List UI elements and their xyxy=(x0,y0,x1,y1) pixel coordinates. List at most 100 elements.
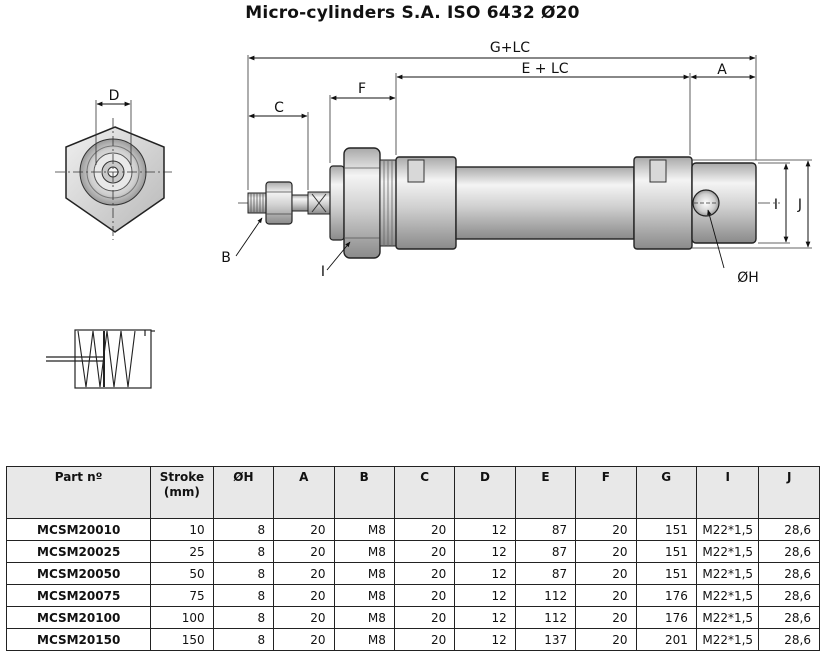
dim-label-b: B xyxy=(221,250,231,266)
cell-i: M22*1,5 xyxy=(695,606,760,629)
spring-return-symbol xyxy=(46,329,155,389)
cell-part-number: MCSM20100 xyxy=(5,606,152,629)
cell-d: 12 xyxy=(454,562,516,585)
col-header: I xyxy=(695,466,760,519)
cell-h: 8 xyxy=(212,606,275,629)
cell-e: 137 xyxy=(514,628,577,651)
col-header: B xyxy=(333,466,395,519)
col-header: C xyxy=(393,466,456,519)
side-view: G+LC E + LC A C F B I I J ØH xyxy=(221,40,812,286)
cell-a: 20 xyxy=(273,540,335,563)
table-row: MCSM20100 100 8 20 M8 20 12 112 20 176 M… xyxy=(5,606,820,629)
col-header: A xyxy=(273,466,335,519)
cell-i: M22*1,5 xyxy=(695,540,760,563)
cell-g: 176 xyxy=(635,584,697,607)
cell-stroke: 50 xyxy=(150,562,214,585)
table-row: MCSM20010 10 8 20 M8 20 12 87 20 151 M22… xyxy=(5,518,820,541)
cell-stroke: 100 xyxy=(150,606,214,629)
table-row: MCSM20075 75 8 20 M8 20 12 112 20 176 M2… xyxy=(5,584,820,607)
technical-drawing: D xyxy=(46,40,812,389)
cell-g: 151 xyxy=(635,540,697,563)
cell-i: M22*1,5 xyxy=(695,628,760,651)
cell-j: 28,6 xyxy=(758,584,820,607)
cell-j: 28,6 xyxy=(758,540,820,563)
cell-h: 8 xyxy=(212,518,275,541)
col-header: E xyxy=(514,466,577,519)
cell-g: 201 xyxy=(635,628,697,651)
cell-c: 20 xyxy=(393,628,456,651)
cell-a: 20 xyxy=(273,584,335,607)
cell-c: 20 xyxy=(393,518,456,541)
cell-c: 20 xyxy=(393,562,456,585)
cell-h: 8 xyxy=(212,584,275,607)
cell-j: 28,6 xyxy=(758,628,820,651)
dim-label-h: ØH xyxy=(737,270,759,286)
cell-f: 20 xyxy=(575,628,637,651)
cell-e: 87 xyxy=(514,518,577,541)
col-header: Part nº xyxy=(5,466,152,519)
cell-h: 8 xyxy=(212,562,275,585)
table-row: MCSM20050 50 8 20 M8 20 12 87 20 151 M22… xyxy=(5,562,820,585)
cell-e: 87 xyxy=(514,540,577,563)
cell-part-number: MCSM20150 xyxy=(5,628,152,651)
col-header: G xyxy=(635,466,697,519)
cell-h: 8 xyxy=(212,628,275,651)
cell-stroke: 25 xyxy=(150,540,214,563)
dim-label-i-end: I xyxy=(774,197,778,213)
dim-label-d: D xyxy=(109,88,120,104)
col-header: F xyxy=(575,466,637,519)
cell-a: 20 xyxy=(273,628,335,651)
cell-stroke: 10 xyxy=(150,518,214,541)
dim-label-e-lc: E + LC xyxy=(521,61,568,77)
cell-c: 20 xyxy=(393,584,456,607)
cell-j: 28,6 xyxy=(758,606,820,629)
cell-part-number: MCSM20010 xyxy=(5,518,152,541)
cell-b: M8 xyxy=(333,628,395,651)
cell-c: 20 xyxy=(393,540,456,563)
cell-f: 20 xyxy=(575,540,637,563)
cell-stroke: 75 xyxy=(150,584,214,607)
col-header: J xyxy=(758,466,820,519)
cell-c: 20 xyxy=(393,606,456,629)
cell-part-number: MCSM20025 xyxy=(5,540,152,563)
cell-a: 20 xyxy=(273,606,335,629)
cell-g: 151 xyxy=(635,562,697,585)
cell-b: M8 xyxy=(333,518,395,541)
cell-j: 28,6 xyxy=(758,562,820,585)
page-title: Micro-cylinders S.A. ISO 6432 Ø20 xyxy=(245,3,580,23)
cell-g: 176 xyxy=(635,606,697,629)
cell-i: M22*1,5 xyxy=(695,562,760,585)
cell-e: 112 xyxy=(514,584,577,607)
dim-label-c: C xyxy=(274,100,284,116)
cell-e: 112 xyxy=(514,606,577,629)
cell-stroke: 150 xyxy=(150,628,214,651)
cell-b: M8 xyxy=(333,562,395,585)
cell-a: 20 xyxy=(273,518,335,541)
dim-label-j: J xyxy=(797,197,802,213)
parts-table: Part nº Stroke (mm) ØH A B C D E F G I J… xyxy=(5,466,820,651)
col-header: D xyxy=(454,466,516,519)
cell-g: 151 xyxy=(635,518,697,541)
cell-b: M8 xyxy=(333,584,395,607)
cell-d: 12 xyxy=(454,606,516,629)
cell-d: 12 xyxy=(454,518,516,541)
cell-d: 12 xyxy=(454,540,516,563)
cell-f: 20 xyxy=(575,562,637,585)
cell-i: M22*1,5 xyxy=(695,584,760,607)
cell-f: 20 xyxy=(575,518,637,541)
col-header: ØH xyxy=(212,466,275,519)
cell-f: 20 xyxy=(575,606,637,629)
table-header-row: Part nº Stroke (mm) ØH A B C D E F G I J xyxy=(5,466,820,519)
cell-b: M8 xyxy=(333,540,395,563)
cell-b: M8 xyxy=(333,606,395,629)
table-row: MCSM20150 150 8 20 M8 20 12 137 20 201 M… xyxy=(5,628,820,651)
table-row: MCSM20025 25 8 20 M8 20 12 87 20 151 M22… xyxy=(5,540,820,563)
cell-a: 20 xyxy=(273,562,335,585)
cell-d: 12 xyxy=(454,584,516,607)
dim-label-a: A xyxy=(717,62,727,78)
cell-d: 12 xyxy=(454,628,516,651)
dim-label-f: F xyxy=(358,81,366,97)
col-header: Stroke (mm) xyxy=(150,466,214,519)
cell-part-number: MCSM20050 xyxy=(5,562,152,585)
cell-i: M22*1,5 xyxy=(695,518,760,541)
